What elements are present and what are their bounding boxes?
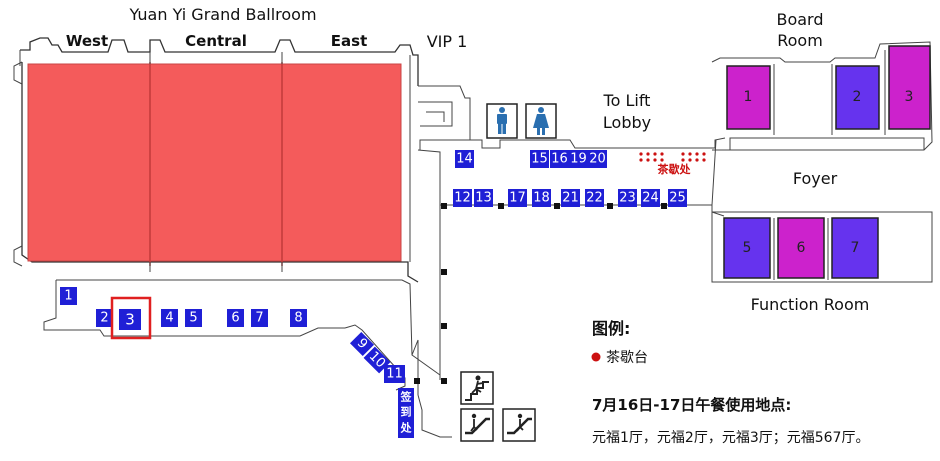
svg-text:7: 7 [851, 240, 860, 256]
booth-9[interactable]: 9 [349, 331, 375, 357]
svg-text:19: 19 [570, 152, 587, 167]
lunch-text: 元福1厅，元福2厅，元福3厅；元福567厅。 [592, 430, 869, 446]
booth-21[interactable]: 21 [561, 189, 580, 207]
svg-text:20: 20 [589, 152, 606, 167]
room-3: 3 [888, 45, 931, 130]
svg-text:2: 2 [100, 311, 108, 326]
male-restroom-icon [486, 103, 518, 139]
booth-1[interactable]: 1 [60, 287, 77, 305]
svg-text:22: 22 [586, 191, 603, 206]
female-restroom-icon [525, 103, 557, 139]
booth-22[interactable]: 22 [585, 189, 604, 207]
svg-text:24: 24 [642, 191, 659, 206]
ballroom-title: Yuan Yi Grand Ballroom [128, 5, 316, 24]
svg-text:15: 15 [531, 152, 548, 167]
booth-11[interactable]: 11 [384, 365, 405, 383]
lift-lobby-label-line2: Lobby [603, 113, 651, 132]
ballroom-west-label: West [66, 32, 108, 50]
booth-3-highlight [110, 296, 152, 340]
prefunction-corridor-walls [43, 279, 441, 395]
room-6: 6 [777, 217, 825, 279]
svg-text:签: 签 [400, 390, 413, 404]
signin-desk[interactable]: 签 到 处 [398, 388, 414, 438]
svg-text:16: 16 [551, 152, 568, 167]
booth-6[interactable]: 6 [227, 309, 244, 327]
svg-text:8: 8 [294, 311, 302, 326]
legend-tea-label: 茶歇台 [606, 350, 648, 366]
room-1: 1 [726, 65, 771, 130]
svg-text:12: 12 [454, 191, 471, 206]
svg-text:2: 2 [853, 89, 862, 105]
booth-18[interactable]: 18 [532, 189, 551, 207]
room-2: 2 [835, 65, 880, 130]
svg-text:5: 5 [189, 311, 197, 326]
booth-12[interactable]: 12 [453, 189, 472, 207]
svg-text:1: 1 [64, 289, 72, 304]
svg-text:处: 处 [400, 421, 413, 435]
booth-10[interactable]: 10 [363, 346, 391, 374]
booth-2[interactable]: 2 [96, 309, 113, 327]
svg-text:5: 5 [743, 240, 752, 256]
svg-text:17: 17 [509, 191, 526, 206]
tea-break-label: 茶歇处 [657, 162, 692, 176]
escalator-icon-2 [502, 408, 536, 442]
booth-7[interactable]: 7 [251, 309, 268, 327]
svg-text:6: 6 [797, 240, 806, 256]
booth-13[interactable]: 13 [474, 189, 493, 207]
ballroom-east-label: East [331, 32, 367, 50]
ballroom-walls [13, 37, 419, 283]
svg-text:1: 1 [744, 89, 753, 105]
legend-title: 图例: [592, 319, 630, 338]
svg-text:25: 25 [669, 191, 686, 206]
svg-text:3: 3 [905, 89, 914, 105]
svg-text:21: 21 [562, 191, 579, 206]
booth-23[interactable]: 23 [618, 189, 637, 207]
booth-8[interactable]: 8 [290, 309, 307, 327]
svg-text:6: 6 [231, 311, 239, 326]
svg-text:到: 到 [401, 405, 412, 419]
booth-5[interactable]: 5 [185, 309, 202, 327]
svg-text:4: 4 [165, 311, 173, 326]
vip-label: VIP 1 [427, 32, 468, 51]
board-room-label-line2: Room [777, 31, 823, 50]
booth-24[interactable]: 24 [641, 189, 660, 207]
right-wing-walls [711, 41, 933, 283]
column-markers [414, 203, 667, 384]
svg-text:14: 14 [456, 152, 473, 167]
ballroom-central-label: Central [185, 32, 247, 50]
booth-17[interactable]: 17 [508, 189, 527, 207]
booth-19[interactable]: 19 [569, 150, 588, 168]
booth-25[interactable]: 25 [668, 189, 687, 207]
lift-lobby-label-line1: To Lift [603, 91, 651, 110]
ballroom-floor [27, 63, 402, 262]
svg-text:13: 13 [475, 191, 492, 206]
booth-16[interactable]: 16 [550, 150, 569, 168]
lunch-title: 7月16日-17日午餐使用地点: [592, 396, 791, 414]
svg-text:18: 18 [533, 191, 550, 206]
board-room-label-line1: Board [776, 10, 823, 29]
booth-15[interactable]: 15 [530, 150, 549, 168]
booth-4[interactable]: 4 [161, 309, 178, 327]
svg-text:23: 23 [619, 191, 636, 206]
escalator-icon [460, 408, 494, 442]
tea-break-dots [639, 152, 706, 162]
foyer-label: Foyer [793, 169, 838, 188]
room-5: 5 [723, 217, 771, 279]
room-7: 7 [831, 217, 879, 279]
stairs-icon [460, 371, 494, 405]
svg-text:7: 7 [255, 311, 263, 326]
booth-14[interactable]: 14 [455, 150, 474, 168]
booth-20[interactable]: 20 [588, 150, 607, 168]
function-room-label: Function Room [751, 295, 870, 314]
svg-text:3: 3 [125, 311, 135, 329]
svg-text:11: 11 [386, 367, 403, 382]
legend-tea-dot [591, 352, 601, 362]
booth-3[interactable]: 3 [119, 309, 141, 330]
